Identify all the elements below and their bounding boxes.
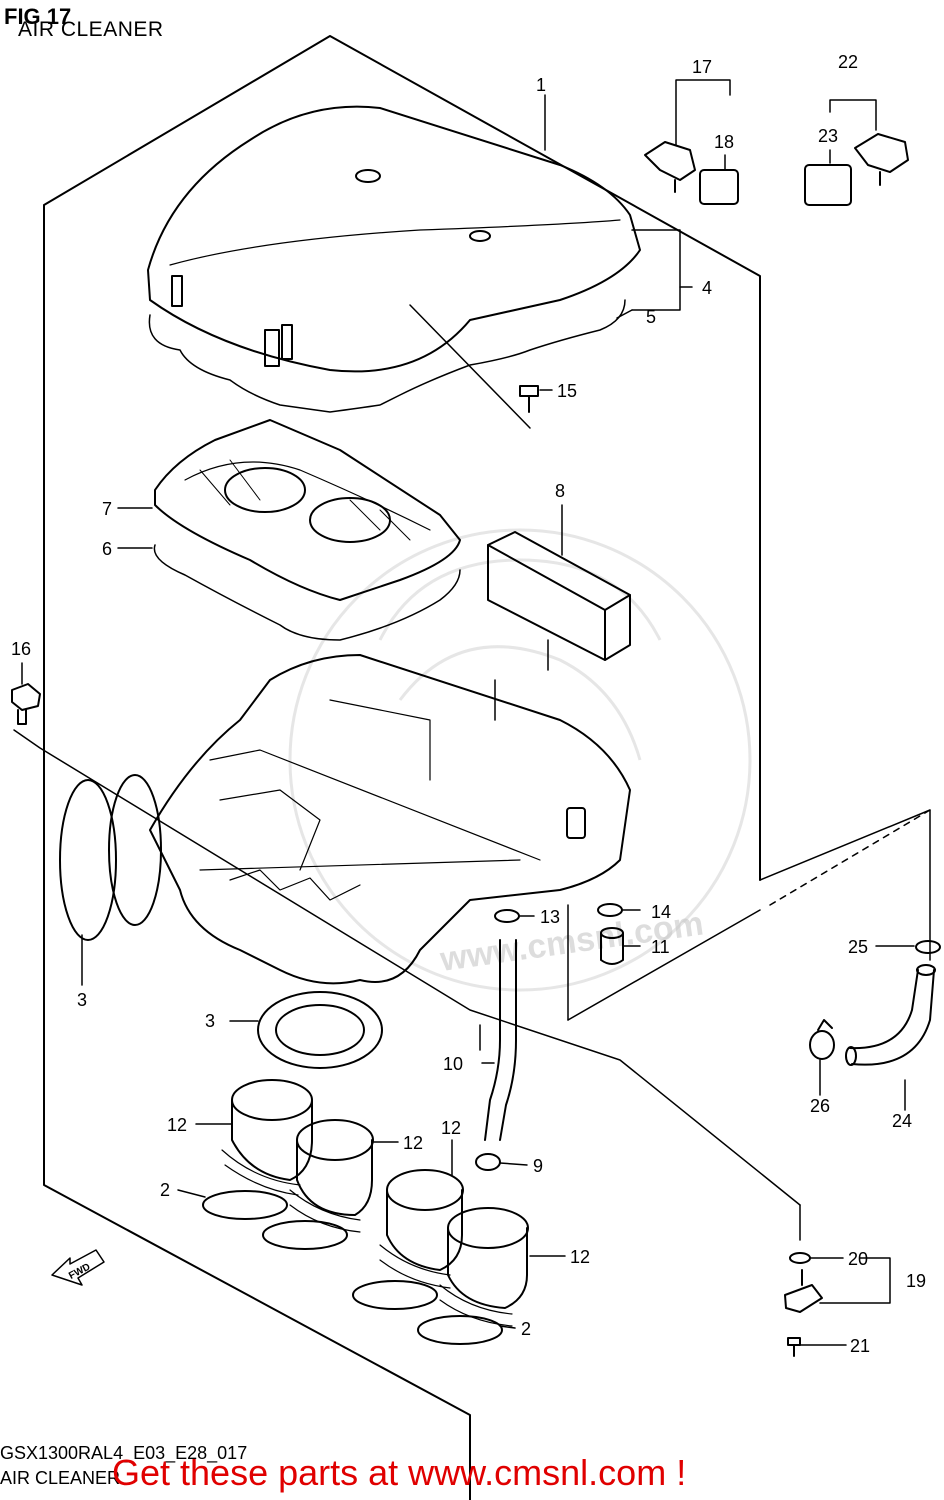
figure-title: FIG 17 bbox=[4, 4, 72, 29]
callout-20: 20 bbox=[848, 1249, 868, 1269]
clamp-2-upper-a bbox=[202, 1190, 288, 1220]
callout-1: 1 bbox=[536, 75, 546, 95]
intake-duct-lower bbox=[257, 991, 383, 1069]
callout-13: 13 bbox=[540, 907, 560, 927]
promo-link[interactable]: Get these parts at www.cmsnl.com ! bbox=[112, 1452, 687, 1493]
callout-15: 15 bbox=[557, 381, 577, 401]
washer-13 bbox=[494, 909, 520, 923]
velocity-stack-1 bbox=[221, 1079, 313, 1196]
callout-12-a: 12 bbox=[167, 1115, 187, 1135]
callout-5: 5 bbox=[646, 307, 656, 327]
clamp-9 bbox=[475, 1153, 501, 1171]
cap-11 bbox=[600, 927, 624, 965]
clamp-2-upper-b bbox=[262, 1220, 348, 1250]
callout-11: 11 bbox=[651, 937, 670, 957]
callout-3-left: 3 bbox=[77, 990, 87, 1010]
callout-14: 14 bbox=[651, 902, 671, 922]
callout-10: 10 bbox=[443, 1054, 463, 1074]
callout-26: 26 bbox=[810, 1096, 830, 1116]
drain-hose-10 bbox=[484, 939, 517, 1141]
callout-8: 8 bbox=[555, 481, 565, 501]
leader-lines bbox=[13, 79, 931, 1346]
bolt-16 bbox=[11, 683, 41, 725]
filter-seal bbox=[153, 544, 461, 641]
callout-2-upper: 2 bbox=[160, 1180, 170, 1200]
cap-seal bbox=[148, 299, 626, 413]
screw-21 bbox=[787, 1337, 801, 1357]
connector-22-23 bbox=[804, 133, 909, 206]
callout-16: 16 bbox=[11, 639, 31, 659]
callout-18: 18 bbox=[714, 132, 734, 152]
callout-17: 17 bbox=[692, 57, 712, 77]
diagram-name: AIR CLEANER bbox=[0, 1468, 121, 1488]
callout-19: 19 bbox=[906, 1271, 926, 1291]
callout-12-d: 12 bbox=[570, 1247, 590, 1267]
air-filter-element bbox=[154, 419, 461, 601]
callout-7: 7 bbox=[102, 499, 112, 519]
callout-25: 25 bbox=[848, 937, 868, 957]
frame-right-lower bbox=[759, 809, 931, 961]
hose-24 bbox=[849, 969, 935, 1066]
callout-23: 23 bbox=[818, 126, 838, 146]
figure-subtitle: AIR CLEANER bbox=[18, 18, 164, 41]
washer-14 bbox=[597, 903, 623, 917]
callout-22: 22 bbox=[838, 52, 858, 72]
velocity-stack-4 bbox=[439, 1207, 529, 1327]
velocity-stack-2 bbox=[289, 1119, 374, 1233]
hose-24-start bbox=[845, 1046, 857, 1066]
washer-20 bbox=[789, 1252, 811, 1264]
callout-2-lower: 2 bbox=[521, 1319, 531, 1339]
intake-duct-left bbox=[59, 774, 162, 941]
clamp-2-lower-b bbox=[417, 1315, 503, 1345]
frame-inner-right bbox=[567, 909, 761, 1021]
joint-19 bbox=[784, 1269, 823, 1313]
callout-6: 6 bbox=[102, 539, 112, 559]
fwd-label: FWD bbox=[67, 1262, 92, 1282]
callout-21: 21 bbox=[850, 1336, 870, 1356]
hose-24-end bbox=[916, 964, 936, 976]
velocity-stack-3 bbox=[379, 1169, 464, 1289]
diagram-code: GSX1300RAL4_E03_E28_017 bbox=[0, 1443, 248, 1463]
clamp-2-lower-a bbox=[352, 1280, 438, 1310]
fwd-arrow bbox=[51, 1249, 105, 1286]
connector-17-18 bbox=[644, 141, 739, 205]
frame-outline bbox=[43, 35, 761, 1500]
callout-12-b: 12 bbox=[403, 1133, 423, 1153]
air-cleaner-case bbox=[149, 654, 631, 985]
air-cleaner-cap bbox=[147, 105, 641, 373]
callout-12-c: 12 bbox=[441, 1118, 461, 1138]
clip-26 bbox=[809, 1019, 835, 1060]
screw-15 bbox=[519, 385, 539, 413]
callout-24: 24 bbox=[892, 1111, 912, 1131]
washer-25 bbox=[915, 940, 941, 954]
callout-labels: 1 17 18 22 23 4 5 15 7 6 8 16 13 14 11 2… bbox=[11, 52, 926, 1356]
callout-9: 9 bbox=[533, 1156, 543, 1176]
callout-3-lower: 3 bbox=[205, 1011, 215, 1031]
callout-4: 4 bbox=[702, 278, 712, 298]
filter-box-8 bbox=[487, 531, 631, 661]
